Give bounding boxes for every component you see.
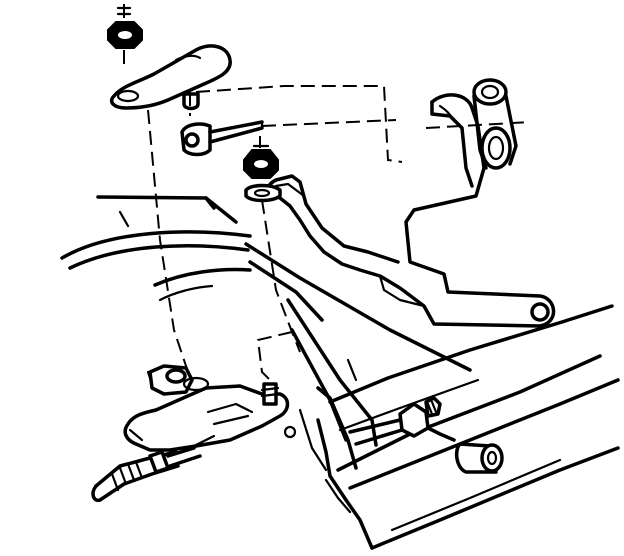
ball-stud-connector xyxy=(180,120,264,157)
top-nut-right xyxy=(243,136,282,203)
cylindrical-bushing xyxy=(454,442,504,474)
body-panel xyxy=(60,195,620,550)
mounting-bracket xyxy=(267,78,556,328)
lower-lever-assembly xyxy=(123,364,297,452)
top-nut-left xyxy=(107,4,143,49)
alignment-lines xyxy=(123,50,531,381)
cable-end-stud xyxy=(348,396,456,446)
upper-lever-arm xyxy=(109,44,232,111)
cable-harness xyxy=(91,446,202,503)
